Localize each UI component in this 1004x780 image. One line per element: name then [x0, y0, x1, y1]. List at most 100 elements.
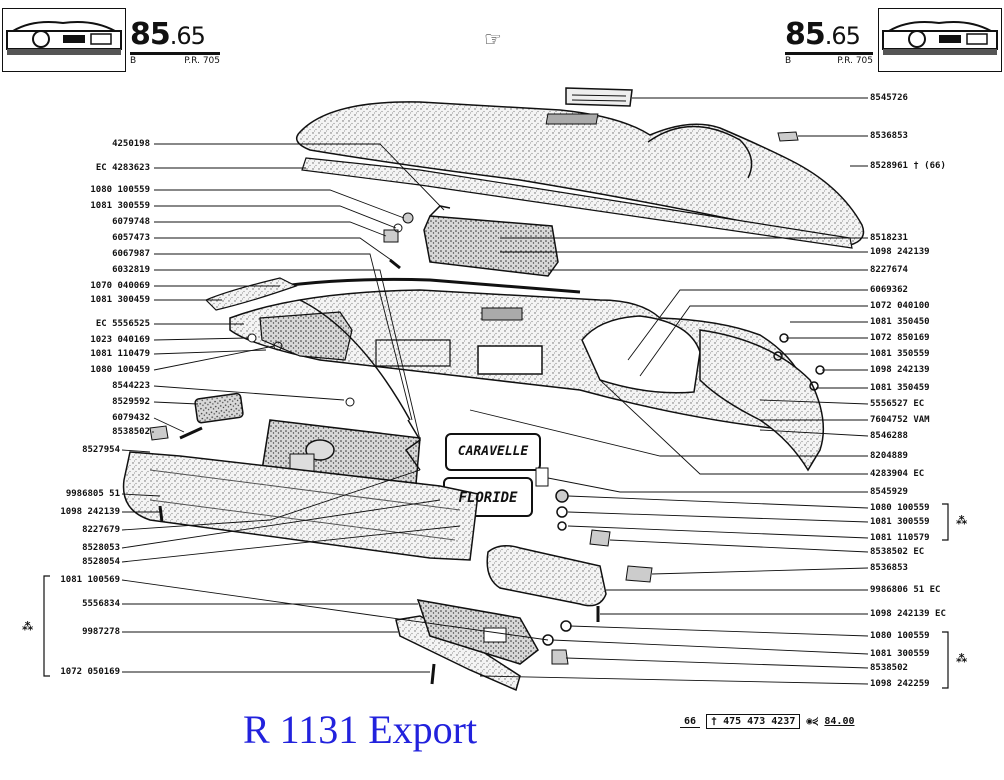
- clip-6079748: [383, 229, 399, 243]
- part-label: 6079432: [112, 413, 150, 423]
- footer-ref-number: † 475 473 4237: [706, 714, 801, 729]
- badge-clip-8545929: [535, 467, 549, 487]
- badge-floride: FLORIDE: [458, 490, 518, 506]
- screw-1098-242139-left: [158, 505, 164, 523]
- glove-opening: [477, 345, 543, 375]
- washer-bottom: [560, 620, 572, 632]
- page-sub-right: P.R. 705: [184, 56, 220, 66]
- badge-caravelle-frame: [445, 433, 541, 471]
- part-label: 6032819: [112, 265, 150, 275]
- part-label: 6079748: [112, 217, 150, 227]
- screw-8544223: [345, 397, 355, 407]
- page-sub-left: B: [785, 56, 792, 66]
- part-label: 1098 242139: [870, 365, 930, 375]
- group-braces: [43, 503, 949, 689]
- part-label: 8204889: [870, 451, 908, 461]
- part-label: 1023 040169: [90, 335, 150, 345]
- part-label: 8227674: [870, 265, 908, 275]
- group-symbol-icon: ⁂: [956, 652, 968, 665]
- page-number-decimal: .65: [824, 22, 861, 50]
- bracket-window: [483, 627, 507, 643]
- cluster-housing: [581, 315, 701, 394]
- page-number-main: 85: [130, 17, 171, 52]
- part-label: 8544223: [112, 381, 150, 391]
- diagram-caption: R 1131 Export: [243, 707, 478, 752]
- part-label: 4250198: [112, 139, 150, 149]
- part-label: 1081 110579: [870, 533, 930, 543]
- pointing-hand-icon: ☞: [484, 27, 502, 51]
- part-label: 8545929: [870, 487, 908, 497]
- part-label: 1072 040100: [870, 301, 930, 311]
- part-label: EC 5556525: [95, 319, 150, 329]
- vent-grille-slats: [571, 94, 627, 102]
- part-label: 8545726: [870, 93, 908, 103]
- box-8518231: [423, 215, 559, 277]
- vent-grille: [565, 87, 633, 107]
- top-slot: [481, 307, 523, 321]
- part-label: 8536853: [870, 563, 908, 573]
- dashboard-thumbnail-right-drawing: [882, 21, 998, 55]
- screw-1072-050169: [430, 663, 436, 685]
- washer-1081-300559-left: [393, 223, 403, 233]
- dashboard-thumbnail-left-drawing: [6, 21, 122, 55]
- part-label: 4283904 EC: [870, 469, 925, 479]
- panel-4283623: [301, 157, 853, 249]
- part-label: 8536853: [870, 131, 908, 141]
- dashboard-top-cover: [295, 101, 865, 246]
- washer-1081-110579: [557, 521, 567, 531]
- nut-8538502-bottom: [551, 649, 569, 665]
- vent-slot: [545, 113, 599, 125]
- part-label: 1081 300559: [870, 517, 930, 527]
- part-label: 1081 100569: [60, 575, 120, 585]
- part-label: 1080 100559: [90, 185, 150, 195]
- page-sub-right: P.R. 705: [837, 56, 873, 66]
- screw-1023-040169: [247, 333, 257, 343]
- lower-trim-right: [486, 545, 607, 607]
- part-label: 1098 242259: [870, 679, 930, 689]
- part-label: 9986805 51: [65, 489, 120, 499]
- eye-icon: ◉⋞: [806, 716, 819, 727]
- cable-6067987: [299, 299, 411, 421]
- bracket-5556834: [416, 599, 539, 665]
- part-label: 1081 110479: [90, 349, 150, 359]
- part-label: 8538502: [112, 427, 150, 437]
- part-label: 8538502: [870, 663, 908, 673]
- washer-1081-350459: [809, 381, 819, 391]
- part-label: 1098 242139 EC: [870, 609, 946, 619]
- page-sub-left: B: [130, 56, 137, 66]
- left-end-bracket: [259, 311, 353, 361]
- footer-page: 66: [680, 716, 701, 728]
- screw-6079432: [179, 426, 203, 440]
- page-number-rule: [785, 52, 873, 55]
- group-symbol-icon: ⁂: [956, 514, 968, 527]
- part-label: 6069362: [870, 285, 908, 295]
- part-label: 5556527 EC: [870, 399, 925, 409]
- washer-1081-300559: [556, 506, 568, 518]
- part-label: 8546288: [870, 431, 908, 441]
- washer-1081-350559: [773, 351, 783, 361]
- page-number-decimal: .65: [169, 22, 206, 50]
- part-label: 8528054: [82, 557, 120, 567]
- cover-cluster-hood: [647, 125, 753, 179]
- footer-reference: 66 † 475 473 4237 ◉⋞ 84.00: [680, 714, 855, 729]
- clip-8538502-ec: [589, 529, 611, 547]
- part-label: 7604752 VAM: [870, 415, 930, 425]
- part-label: 1072 850169: [870, 333, 930, 343]
- footer-target-page[interactable]: 84.00: [824, 716, 855, 727]
- box-front: [429, 205, 451, 217]
- part-label: 9986806 51 EC: [870, 585, 941, 595]
- badge-caravelle: CARAVELLE: [457, 444, 529, 459]
- clip-8536853-lower: [625, 565, 653, 583]
- part-label: 8518231: [870, 233, 908, 243]
- part-label: 8527954: [82, 445, 120, 455]
- part-label: 1098 242139: [870, 247, 930, 257]
- dashboard-thumbnail-right: [878, 8, 1002, 72]
- part-label: 6057473: [112, 233, 150, 243]
- lower-trim-left-grooves: [149, 469, 461, 541]
- part-label: 8529592: [112, 397, 150, 407]
- part-label: 1081 350450: [870, 317, 930, 327]
- part-label: 8528053: [82, 543, 120, 553]
- switch-8529592: [194, 392, 244, 424]
